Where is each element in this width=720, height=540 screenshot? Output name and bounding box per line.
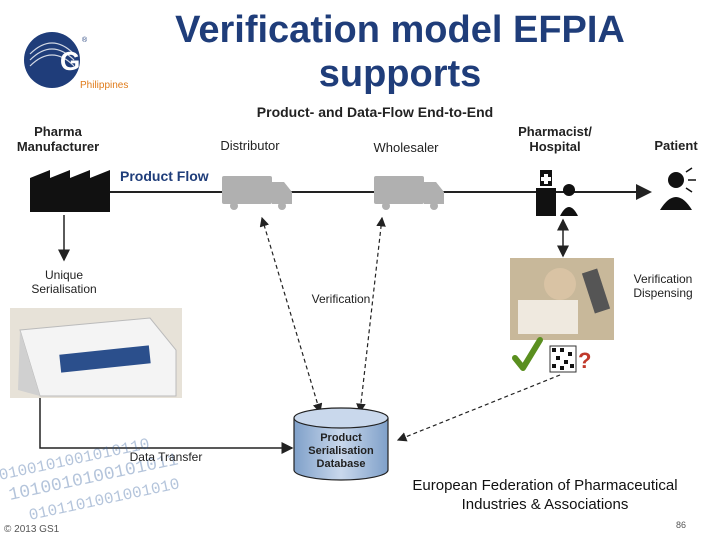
- verification-label: Verification: [311, 292, 371, 306]
- wholesaler-truck-icon: [374, 176, 444, 210]
- pharmacy-cross-icon: [541, 174, 551, 184]
- factory-icon: [30, 170, 110, 212]
- logo-sub: Philippines: [80, 80, 128, 91]
- distributor-verification-line: [259, 216, 323, 414]
- wholesaler-verification-line: [356, 216, 386, 414]
- patient-icon: [660, 167, 696, 210]
- stage-wholesaler: Wholesaler: [373, 140, 439, 155]
- logo-text: GS1: [60, 46, 112, 76]
- page-title: Verification model EFPIA supports: [175, 9, 625, 95]
- page-number: 86: [676, 520, 687, 530]
- copyright: © 2013 GS1: [4, 524, 60, 535]
- logo-mark: ®: [82, 36, 88, 44]
- data-transfer-arrow: [39, 398, 294, 454]
- unique-serialisation-label: Unique Serialisation: [31, 268, 97, 296]
- data-transfer-label: Data Transfer: [129, 450, 203, 464]
- stage-pharmacist: Pharmacist/ Hospital: [518, 124, 592, 154]
- binary-watermark: 0100101001010110 1010010100101011 010110…: [0, 435, 181, 525]
- product-box-image: [10, 308, 182, 398]
- distributor-truck-icon: [222, 176, 292, 210]
- question-mark: ?: [578, 348, 592, 373]
- pharmacy-verification-line: [396, 374, 561, 442]
- stage-manufacturer: Pharma Manufacturer: [16, 124, 100, 154]
- scanning-photo: [510, 258, 614, 340]
- check-icon: [512, 337, 543, 371]
- verification-dispensing-label: Verification Dispensing: [633, 272, 693, 300]
- database-label: Product Serialisation Database: [308, 432, 374, 470]
- stage-distributor: Distributor: [220, 138, 280, 153]
- datamatrix-icon: [549, 345, 577, 373]
- page-subtitle: Product- and Data-Flow End-to-End: [256, 104, 494, 120]
- efpia-label: European Federation of Pharmaceutical In…: [412, 477, 678, 513]
- stage-patient: Patient: [654, 138, 698, 153]
- gs1-logo: GS1 ® Philippines: [24, 32, 128, 91]
- database-icon: [293, 407, 389, 481]
- product-flow-label: Product Flow: [120, 168, 209, 184]
